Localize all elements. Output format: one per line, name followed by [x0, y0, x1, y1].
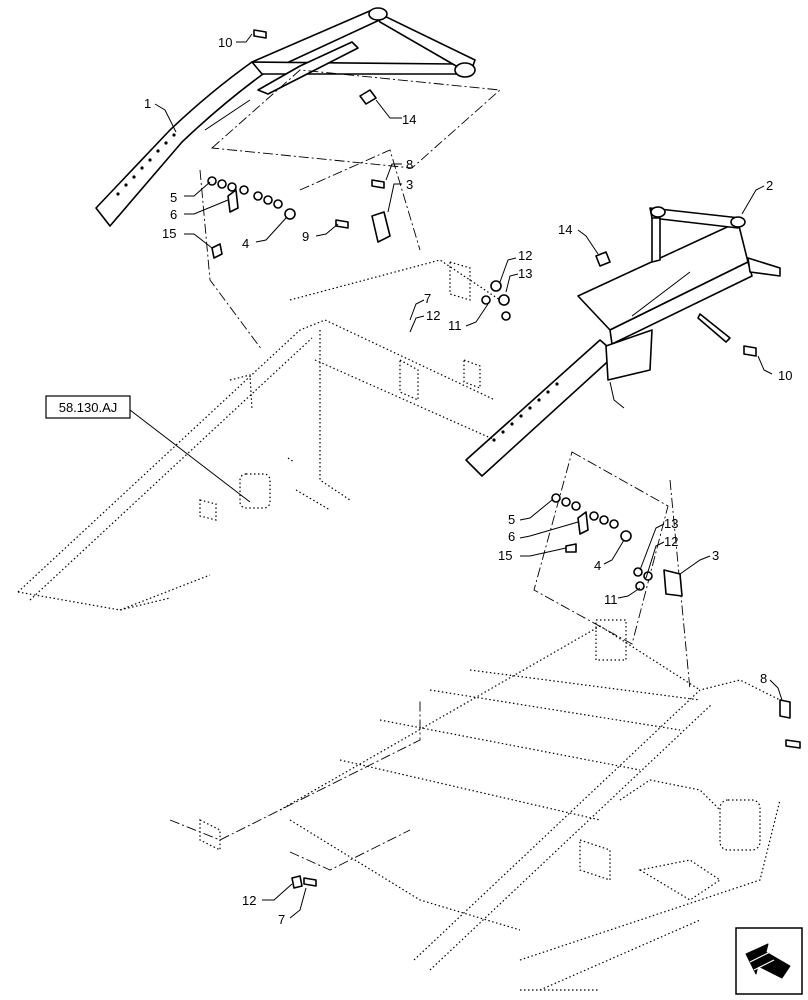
- callout-15: 15: [162, 226, 176, 241]
- callout-10: 10: [218, 35, 232, 50]
- left-tube-arm: [95, 7, 476, 227]
- assembly-lines: [169, 69, 691, 871]
- callout-8: 8: [406, 157, 413, 172]
- callout-3: 3: [712, 548, 719, 563]
- reference-box-label: 58.130.AJ: [59, 400, 118, 415]
- callout-2: 2: [766, 178, 773, 193]
- callout-13: 13: [518, 266, 532, 281]
- callout-15: 15: [498, 548, 512, 563]
- right-hardware-set: [291, 251, 801, 889]
- left-header-frame: [17, 259, 501, 611]
- leader-lines: [129, 33, 783, 919]
- callout-10: 10: [778, 368, 792, 383]
- callout-6: 6: [508, 529, 515, 544]
- callout-13: 13: [664, 516, 678, 531]
- callout-5: 5: [170, 190, 177, 205]
- callout-14: 14: [558, 222, 572, 237]
- direction-arrow-icon[interactable]: [735, 927, 803, 995]
- callout-12: 12: [518, 248, 532, 263]
- right-tube-arm: [465, 206, 781, 477]
- callout-4: 4: [242, 236, 249, 251]
- callout-7: 7: [424, 291, 431, 306]
- arm-holes: [116, 133, 176, 196]
- callout-labels: 10 1 14 5 6 15 4 8 3 9 2 14 12 13 7 12 1…: [144, 35, 792, 927]
- callout-1: 1: [144, 96, 151, 111]
- callout-12: 12: [242, 893, 256, 908]
- lower-main-frame: [199, 619, 781, 991]
- callout-7: 7: [278, 912, 285, 927]
- callout-9: 9: [302, 229, 309, 244]
- callout-4: 4: [594, 558, 601, 573]
- callout-6: 6: [170, 207, 177, 222]
- left-hardware-set: [207, 29, 391, 259]
- callout-11: 11: [604, 592, 618, 607]
- callout-12: 12: [664, 534, 678, 549]
- callout-14: 14: [402, 112, 416, 127]
- callout-11: 11: [448, 318, 462, 333]
- reference-box[interactable]: 58.130.AJ: [45, 395, 131, 419]
- callout-8: 8: [760, 671, 767, 686]
- callout-3: 3: [406, 177, 413, 192]
- callout-12: 12: [426, 308, 440, 323]
- callout-5: 5: [508, 512, 515, 527]
